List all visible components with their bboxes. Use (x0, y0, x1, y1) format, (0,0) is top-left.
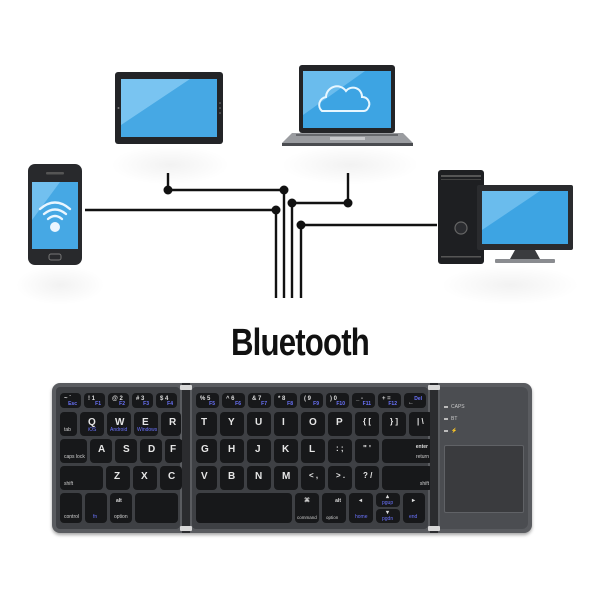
reflection (110, 145, 230, 185)
key-slash[interactable]: ? / (355, 466, 379, 490)
key-bracket-left[interactable]: { [ (355, 412, 379, 436)
row-vbnm: V B N M < , > . ? / shift (196, 466, 433, 490)
key-control[interactable]: control (60, 493, 82, 523)
key-l[interactable]: L (301, 439, 325, 463)
key-f[interactable]: F (165, 439, 183, 463)
key-shift-left[interactable]: shift (60, 466, 103, 490)
key-esc[interactable]: ~ `Esc (60, 393, 81, 408)
touchpad-panel: CAPS BT ⚡ (440, 387, 528, 529)
reflection (280, 145, 420, 185)
wifi-icon (38, 201, 72, 221)
cloud-icon (318, 85, 371, 112)
connection-lines (85, 173, 437, 298)
key-a[interactable]: A (90, 439, 112, 463)
key-space-left[interactable] (135, 493, 178, 523)
key-m[interactable]: M (274, 466, 298, 490)
key-fn[interactable]: fn (85, 493, 107, 523)
key-t[interactable]: T (196, 412, 217, 436)
reflection (440, 265, 580, 305)
key-bracket-right[interactable]: } ] (382, 412, 406, 436)
key-r[interactable]: R (161, 412, 181, 436)
tablet-icon (115, 72, 223, 144)
key-f12[interactable]: + =F12 (378, 393, 401, 408)
key-comma[interactable]: < , (301, 466, 325, 490)
key-h[interactable]: H (220, 439, 244, 463)
key-g[interactable]: G (196, 439, 217, 463)
hinge-right (428, 383, 440, 533)
connection-nodes (163, 185, 353, 230)
key-quote[interactable]: " ' (355, 439, 379, 463)
key-c[interactable]: C (160, 466, 182, 490)
key-backslash[interactable]: | \ (409, 412, 433, 436)
desktop-pc-icon (438, 170, 573, 264)
key-o[interactable]: O (301, 412, 325, 436)
key-semicolon[interactable]: : ; (328, 439, 352, 463)
key-arrow-up[interactable]: ▴pgup (376, 493, 400, 507)
key-delete[interactable]: ←Del (404, 393, 426, 408)
key-command[interactable]: ⌘command (295, 493, 319, 523)
reflection (15, 265, 105, 305)
key-z[interactable]: Z (106, 466, 130, 490)
smartphone-icon (28, 164, 82, 265)
key-arrow-down[interactable]: ▾pgdn (376, 509, 400, 523)
led-bluetooth: BT (444, 416, 457, 422)
key-i[interactable]: I (274, 412, 298, 436)
key-x[interactable]: X (133, 466, 157, 490)
key-arrow-right[interactable]: ▸end (403, 493, 425, 523)
key-caps-lock[interactable]: caps lock (60, 439, 87, 463)
key-space-right[interactable] (196, 493, 292, 523)
key-y[interactable]: Y (220, 412, 244, 436)
led-power: ⚡ (444, 428, 457, 434)
key-shift-right[interactable]: shift (382, 466, 433, 490)
row-tyuiop: T Y U I O P { [ } ] | \ (196, 412, 433, 436)
key-v[interactable]: V (196, 466, 217, 490)
key-f11[interactable]: _ -F11 (352, 393, 375, 408)
key-s[interactable]: S (115, 439, 137, 463)
key-u[interactable]: U (247, 412, 271, 436)
key-j[interactable]: J (247, 439, 271, 463)
key-n[interactable]: N (247, 466, 271, 490)
arrow-up-down-group: ▴pgup ▾pgdn (376, 493, 400, 523)
led-caps: CAPS (444, 404, 465, 410)
bluetooth-title: Bluetooth (230, 322, 370, 364)
key-p[interactable]: P (328, 412, 352, 436)
key-k[interactable]: K (274, 439, 298, 463)
key-tab[interactable]: tab (60, 412, 77, 436)
key-arrow-left[interactable]: ◂home (349, 493, 373, 523)
hinge-left (180, 383, 192, 533)
row-zxc: shift Z X C (60, 466, 182, 490)
key-d[interactable]: D (140, 439, 162, 463)
row-asdf: caps lock A S D F (60, 439, 183, 463)
key-period[interactable]: > . (328, 466, 352, 490)
touchpad[interactable] (444, 445, 524, 513)
laptop-icon (282, 65, 413, 146)
key-b[interactable]: B (220, 466, 244, 490)
